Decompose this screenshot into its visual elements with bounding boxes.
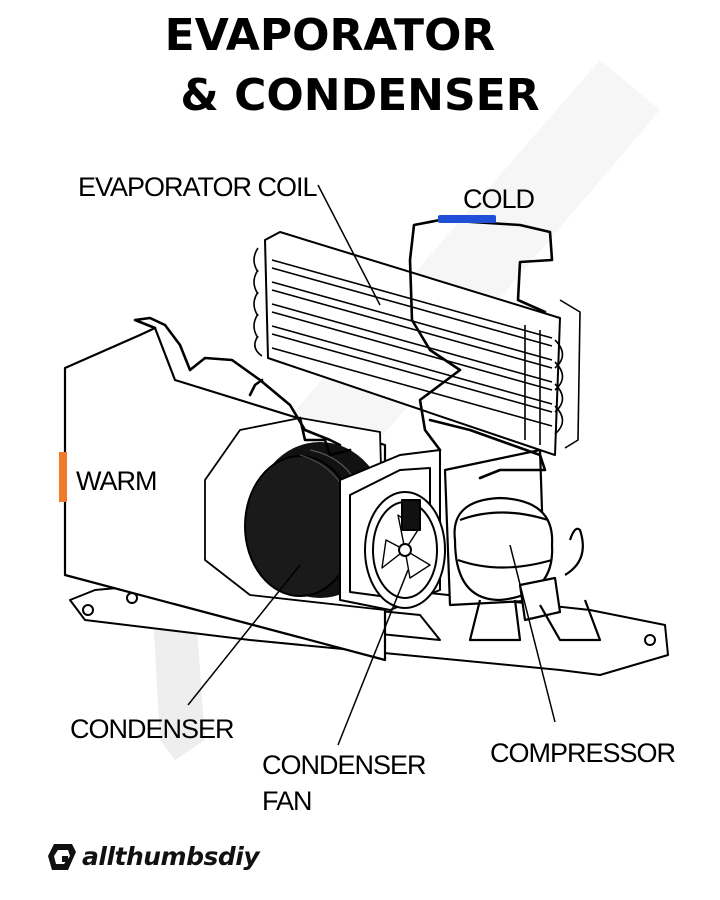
compressor-body	[443, 448, 602, 642]
title-line-2: & CONDENSER	[180, 70, 540, 121]
title-line-1: EVAPORATOR	[164, 10, 496, 61]
label-evaporator-coil: EVAPORATOR COIL	[78, 172, 318, 202]
refrigerant-tubing	[133, 218, 554, 480]
leader-lines	[187, 184, 556, 746]
fan-shroud	[339, 449, 446, 611]
label-condenser: CONDENSER	[70, 714, 235, 744]
label-cold: COLD	[463, 184, 535, 214]
brand-name: allthumbsdiy	[82, 841, 260, 871]
label-condenser-fan-line2: FAN	[262, 786, 313, 816]
cold-marker	[438, 215, 496, 223]
brand-logo: allthumbsdiy	[46, 838, 260, 874]
label-warm: WARM	[76, 466, 157, 496]
thumb-logo-icon	[48, 844, 76, 870]
label-condenser-fan-line1: CONDENSER	[262, 750, 427, 780]
warm-marker	[59, 452, 67, 502]
label-compressor: COMPRESSOR	[490, 738, 676, 768]
